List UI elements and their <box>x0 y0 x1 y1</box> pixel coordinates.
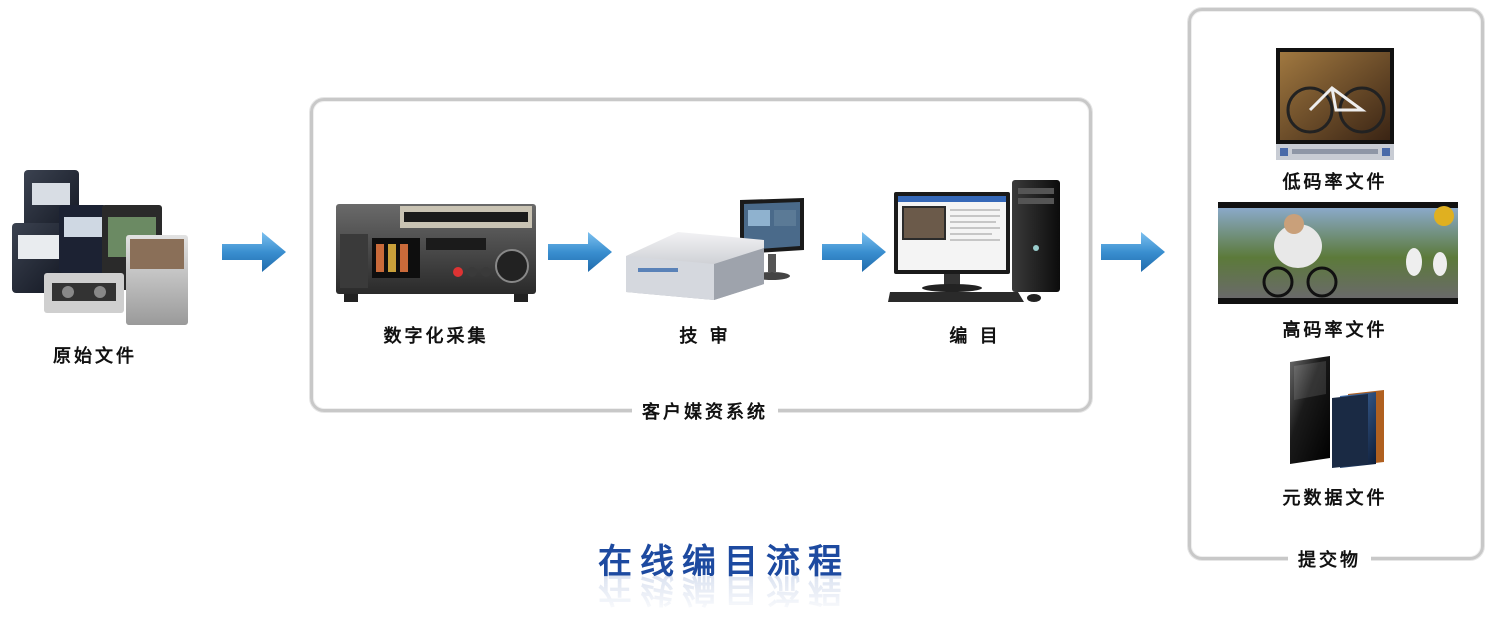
video-player-thumbnail-icon <box>1276 48 1394 160</box>
vtr-deck-icon <box>334 200 538 306</box>
deliverable-metadata-label: 元数据文件 <box>1282 488 1388 509</box>
deliverable-high-bitrate-label: 高码率文件 <box>1282 320 1388 341</box>
source-label: 原始文件 <box>53 346 137 367</box>
diagram-title-reflection: 在线编目流程 <box>598 569 850 609</box>
file-stack-icon <box>1284 354 1388 470</box>
client-system-caption: 客户媒资系统 <box>632 398 778 424</box>
flow-arrow-1 <box>222 232 286 272</box>
diagram-title: 在线编目流程 <box>598 542 850 582</box>
digitize-label: 数字化采集 <box>383 326 489 347</box>
catalog-label: 编 目 <box>949 326 1001 347</box>
flow-arrow-2 <box>548 232 612 272</box>
server-monitor-icon <box>622 196 808 304</box>
deliverables-caption: 提交物 <box>1288 546 1371 572</box>
review-label: 技 审 <box>679 326 731 347</box>
tape-cartridges-icon <box>4 165 190 330</box>
flow-arrow-4 <box>1100 232 1166 272</box>
cycling-video-banner-icon <box>1218 202 1458 304</box>
deliverable-low-bitrate-label: 低码率文件 <box>1282 172 1388 193</box>
flow-arrow-3 <box>822 232 886 272</box>
desktop-computer-icon <box>888 178 1064 308</box>
